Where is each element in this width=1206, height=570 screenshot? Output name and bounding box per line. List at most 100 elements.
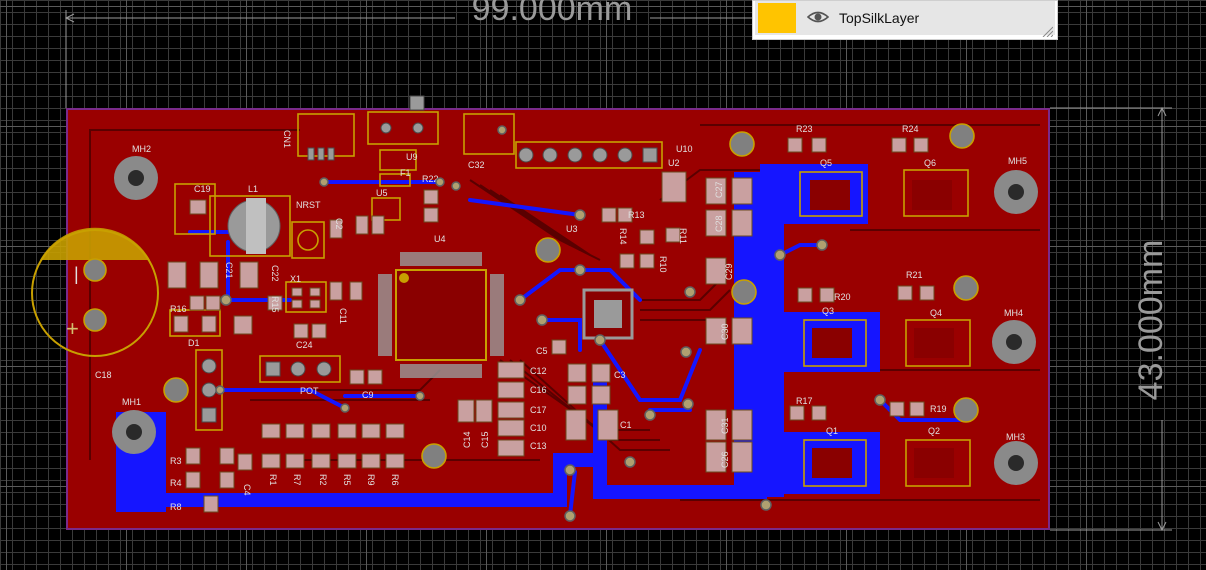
resistor-r16[interactable]: R16 — [170, 295, 221, 314]
label-c4: C4 — [242, 484, 252, 496]
label-r19: R19 — [930, 404, 947, 414]
label-r7: R7 — [292, 474, 302, 486]
label-c5: C5 — [536, 346, 548, 356]
label-u3: U3 — [566, 224, 578, 234]
label-c13: C13 — [530, 441, 547, 451]
width-dimension-label: 99.000mm — [472, 0, 633, 28]
resize-grip-icon[interactable] — [1041, 25, 1053, 37]
label-r1: R1 — [268, 474, 278, 486]
eye-icon[interactable] — [807, 10, 829, 24]
mounting-hole-mh1[interactable]: MH1 — [112, 397, 166, 512]
label-c24: C24 — [296, 340, 313, 350]
label-r10: R10 — [658, 256, 668, 273]
label-c30: C30 — [720, 323, 730, 340]
label-r11: R11 — [678, 228, 688, 244]
label-r3: R3 — [170, 456, 182, 466]
label-c27: C27 — [714, 181, 724, 198]
width-dimension: 99.000mm — [64, 0, 752, 108]
label-r6: R6 — [390, 474, 400, 486]
label-c17: C17 — [530, 405, 547, 415]
label-c9: C9 — [362, 390, 374, 400]
mosfet-q4[interactable]: Q4 — [905, 308, 971, 367]
label-c31: C31 — [720, 417, 730, 434]
capacitor-c32[interactable]: C32 — [463, 113, 515, 170]
label-c3: C3 — [614, 370, 626, 380]
capacitor-c18[interactable]: | + C18 — [31, 227, 159, 380]
label-x1: X1 — [290, 274, 301, 284]
label-c21: C21 — [224, 262, 234, 279]
label-u9: U9 — [406, 152, 418, 162]
mounting-hole-mh4[interactable]: MH4 — [992, 308, 1036, 364]
ic-u3[interactable]: U3 — [566, 224, 634, 340]
label-c28: C28 — [714, 215, 724, 232]
capacitor-c19[interactable]: C19 — [174, 183, 216, 235]
mosfet-q2[interactable]: Q2 — [905, 426, 971, 487]
button-reset[interactable] — [367, 95, 439, 145]
fuse-f1[interactable]: F1 — [379, 168, 411, 187]
mcu-u4[interactable]: U4 — [378, 234, 504, 378]
resistor-bank[interactable]: R1 R7 R2 R5 R9 R6 — [261, 423, 405, 486]
label-c15: C15 — [480, 431, 490, 448]
capacitors-c26-c31[interactable]: C27 C28 C29 C30 C31 C26 — [705, 177, 753, 473]
label-r17: R17 — [796, 396, 813, 406]
gate-resistors[interactable]: R23 R24 R20 R21 R17 R19 — [787, 124, 947, 421]
label-c32: C32 — [468, 160, 485, 170]
crystal-x1[interactable]: X1 — [285, 274, 327, 313]
label-q2: Q2 — [928, 426, 940, 436]
label-l1: L1 — [248, 184, 258, 194]
mounting-hole-mh5[interactable]: MH5 — [994, 156, 1038, 214]
diode-d1[interactable]: D1 — [169, 309, 221, 348]
label-r15: R15 — [270, 296, 280, 313]
inductor-l1[interactable]: L1 — [209, 184, 291, 257]
mounting-hole-mh3[interactable]: MH3 — [994, 432, 1038, 485]
layer-color-swatch[interactable] — [758, 3, 796, 33]
mosfet-q6[interactable]: Q6 — [903, 158, 969, 217]
layer-panel[interactable]: TopSilkLayer — [752, 0, 1058, 40]
svg-text:|: | — [74, 264, 79, 284]
resistors-r3-r4-r8[interactable]: R3 R4 R8 C4 — [170, 447, 253, 513]
resistor-r22[interactable]: R22 — [422, 174, 439, 223]
label-cn1: CN1 — [282, 130, 292, 148]
button-nrst[interactable]: NRST — [291, 200, 325, 259]
connector-h1[interactable] — [195, 349, 223, 431]
regulator-u9[interactable]: U9 — [379, 149, 418, 171]
regulator-u2[interactable]: U2 — [661, 158, 687, 203]
label-q1: Q1 — [826, 426, 838, 436]
capacitor-c9[interactable]: C9 — [349, 369, 383, 400]
label-mh1: MH1 — [122, 397, 141, 407]
label-u2: U2 — [668, 158, 680, 168]
label-c10: C10 — [530, 423, 547, 433]
label-d1: D1 — [188, 338, 200, 348]
resistors-r10-r14[interactable]: R13 R14 R11 R10 — [601, 207, 688, 273]
through-hole-pads — [163, 123, 979, 469]
vias — [215, 125, 886, 522]
capacitors-mcu[interactable]: C2 C11 — [329, 215, 385, 324]
mosfet-q1[interactable]: Q1 — [803, 426, 867, 487]
label-c22: C22 — [270, 265, 280, 282]
components-power[interactable]: C22 C21 R15 — [167, 261, 283, 335]
mounting-hole-mh2[interactable]: MH2 — [114, 144, 158, 200]
label-r23: R23 — [796, 124, 813, 134]
connector-pot[interactable]: POT — [259, 355, 341, 396]
label-u4: U4 — [434, 234, 446, 244]
label-c18: C18 — [95, 370, 112, 380]
mosfet-q5[interactable]: Q5 — [799, 158, 863, 217]
label-c29: C29 — [724, 263, 734, 280]
mosfet-q3[interactable]: Q3 — [803, 306, 867, 367]
label-u10: U10 — [676, 144, 693, 154]
layer-row-topsilk[interactable]: TopSilkLayer — [755, 1, 1055, 35]
connector-cn1[interactable]: CN1 — [282, 113, 355, 161]
label-r8: R8 — [170, 502, 182, 512]
label-r5: R5 — [342, 474, 352, 486]
capacitor-c24[interactable]: C24 — [293, 323, 327, 350]
capacitors-c1-c3-c5[interactable]: C3 C1 C5 — [536, 339, 632, 441]
height-dimension: 43.000mm — [1050, 106, 1172, 532]
label-mh3: MH3 — [1006, 432, 1025, 442]
label-mh4: MH4 — [1004, 308, 1023, 318]
label-r24: R24 — [902, 124, 919, 134]
header-u10[interactable]: U10 — [515, 141, 693, 169]
label-c11: C11 — [338, 308, 348, 324]
regulator-u5[interactable]: U5 — [371, 188, 401, 221]
capacitor-column[interactable]: C12 C16 C17 C10 C13 C14 C15 — [457, 361, 547, 457]
